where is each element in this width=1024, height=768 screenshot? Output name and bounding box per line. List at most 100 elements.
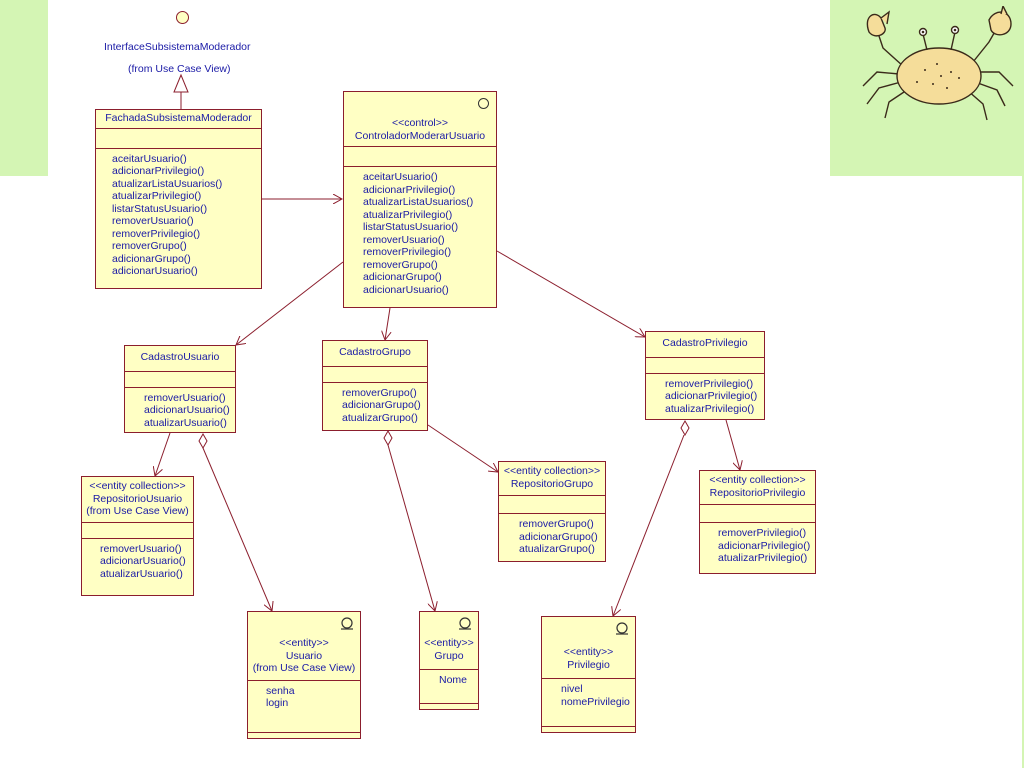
operation: removerUsuario() [100,542,182,555]
operation: adicionarGrupo() [112,252,191,265]
class-stereotype: <<entity>> [424,637,474,649]
class-name: FachadaSubsistemaModerador [105,112,252,124]
operation: atualizarListaUsuarios() [363,196,474,208]
operation: adicionarGrupo() [363,271,442,283]
interface-circle-icon [176,11,189,24]
class-name: RepositorioGrupo [510,477,594,490]
class-controlador-moderar-usuario[interactable]: <<control>> ControladorModerarUsuario ac… [343,91,497,308]
class-grupo[interactable]: <<entity>> Grupo Nome [419,611,479,710]
attributes-section: Nome [420,670,478,690]
green-side-band-left [0,0,48,176]
operation: removerGrupo() [342,386,417,399]
interface-name: InterfaceSubsistemaModerador [104,41,251,53]
class-cadastro-usuario[interactable]: CadastroUsuario removerUsuario() adicion… [124,345,236,433]
operations-section: aceitarUsuario() adicionarPrivilegio() a… [96,149,261,281]
association-cadastroprivilegio-repositorio [725,419,740,470]
attribute: senha [266,684,295,697]
class-fachada-subsistema-moderador[interactable]: FachadaSubsistemaModerador aceitarUsuari… [95,109,262,289]
entity-circle-icon [616,622,628,635]
green-edge-strip [1022,0,1024,768]
class-name: Usuario [285,649,323,662]
operation: removerPrivilegio() [363,246,452,258]
operations-section: removerUsuario() adicionarUsuario() atua… [125,388,235,433]
operation: atualizarUsuario() [144,416,227,429]
operation: listarStatusUsuario() [112,202,208,215]
class-stereotype: <<entity>> [279,637,329,649]
operation: removerPrivilegio() [718,527,807,539]
class-stereotype: <<entity collection>> [503,465,601,477]
association-controlador-cadastroprivilegio [496,250,645,337]
attributes-section [646,358,764,374]
entity-circle-icon [459,617,471,630]
attributes-section [96,129,261,149]
aggregation-cadastroprivilegio-privilegio [613,434,685,616]
class-stereotype: <<control>> [391,117,449,129]
attributes-section [82,523,193,539]
class-stereotype: <<entity>> [563,646,614,658]
operation: aceitarUsuario() [363,171,438,183]
class-name: RepositorioUsuario [92,492,183,505]
aggregation-diamond-grupo [383,429,393,447]
attributes-section [700,505,815,523]
class-name: RepositorioPrivilegio [709,486,806,499]
operation: removerGrupo() [112,240,187,252]
class-privilegio[interactable]: <<entity>> Privilegio nivel nomePrivileg… [541,616,636,733]
operation: adicionarPrivilegio() [112,165,205,177]
operation: removerUsuario() [112,215,194,227]
class-name: CadastroUsuario [140,351,220,363]
operation: removerGrupo() [363,258,438,271]
association-controlador-cadastrousuario [236,261,344,345]
operation: removerUsuario() [144,391,226,404]
aggregation-diamond-privilegio [680,419,690,437]
operation: adicionarUsuario() [112,265,198,277]
class-stereotype: <<entity collection>> [709,474,806,486]
operation: atualizarUsuario() [100,567,183,580]
attributes-section [323,367,427,383]
association-cadastrousuario-repositorio [155,432,171,476]
operation: removerUsuario() [363,233,445,246]
class-repositorio-usuario[interactable]: <<entity collection>> RepositorioUsuario… [81,476,194,596]
attributes-section: nivel nomePrivilegio [542,679,635,711]
operation: atualizarPrivilegio() [363,208,453,221]
association-controlador-cadastrogrupo [385,307,390,340]
operation: adicionarPrivilegio() [718,539,811,552]
operation: adicionarUsuario() [144,404,230,416]
class-repositorio-privilegio[interactable]: <<entity collection>> RepositorioPrivile… [699,470,816,574]
class-name: CadastroGrupo [339,346,411,358]
control-circle-icon [478,98,489,109]
operations-section: aceitarUsuario() adicionarPrivilegio() a… [344,167,496,299]
attributes-section [125,372,235,388]
association-cadastrogrupo-repositorio [427,424,498,472]
attributes-section: senha login [248,681,360,713]
attribute: nivel [561,683,583,695]
entity-circle-icon [341,617,353,630]
class-usuario[interactable]: <<entity>> Usuario (from Use Case View) … [247,611,361,739]
realization-triangle [173,73,189,93]
operations-section: removerGrupo() adicionarGrupo() atualiza… [323,383,427,428]
operations-divider [248,732,360,733]
operations-section: removerUsuario() adicionarUsuario() atua… [82,539,193,584]
interface-origin: (from Use Case View) [128,63,231,75]
operation: adicionarGrupo() [519,530,598,543]
operations-section: removerPrivilegio() adicionarPrivilegio(… [700,523,815,568]
operation: adicionarUsuario() [363,283,449,296]
class-origin: (from Use Case View) [86,505,189,517]
crab-illustration [862,6,1014,121]
operation: aceitarUsuario() [112,152,187,165]
class-cadastro-privilegio[interactable]: CadastroPrivilegio removerPrivilegio() a… [645,331,765,420]
operation: atualizarPrivilegio() [112,190,202,202]
attributes-section [344,147,496,167]
class-repositorio-grupo[interactable]: <<entity collection>> RepositorioGrupo r… [498,461,606,562]
operation: adicionarGrupo() [342,399,421,411]
operation: atualizarPrivilegio() [718,552,808,564]
operation: adicionarUsuario() [100,555,186,567]
operation: adicionarPrivilegio() [665,390,758,402]
operations-divider [542,726,635,727]
operations-section: removerPrivilegio() adicionarPrivilegio(… [646,374,764,419]
class-cadastro-grupo[interactable]: CadastroGrupo removerGrupo() adicionarGr… [322,340,428,431]
attributes-section [499,496,605,514]
operation: atualizarListaUsuarios() [112,177,223,190]
aggregation-diamond-usuario [198,432,208,450]
operation: adicionarPrivilegio() [363,183,456,196]
